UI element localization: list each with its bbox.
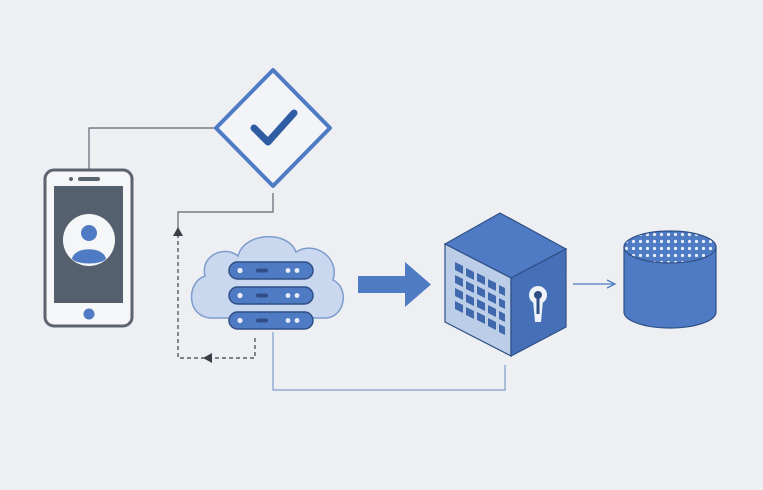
building-windows	[455, 262, 505, 335]
server-unit-2	[228, 286, 314, 305]
connector-cloud-to-vault-return	[272, 332, 506, 391]
smartphone-user-icon	[43, 168, 134, 328]
server-unit-3	[228, 311, 314, 330]
server-unit-1	[228, 261, 314, 280]
database-cylinder-icon	[623, 230, 717, 329]
dashed-loop-connector	[177, 236, 256, 359]
locked-building-cube-icon	[443, 212, 568, 357]
dashed-loop-arrowhead-up	[173, 227, 183, 236]
checkmark-diamond-icon	[214, 68, 332, 188]
bold-arrow-icon	[358, 262, 431, 307]
connector-verification-to-cloud	[177, 193, 274, 230]
cloud-server-stack-icon	[190, 236, 344, 330]
thin-arrow-icon	[573, 279, 617, 289]
dashed-loop-arrowhead-left	[203, 353, 212, 363]
connector-phone-to-verification	[88, 127, 215, 170]
keyhole-icon	[529, 286, 547, 322]
